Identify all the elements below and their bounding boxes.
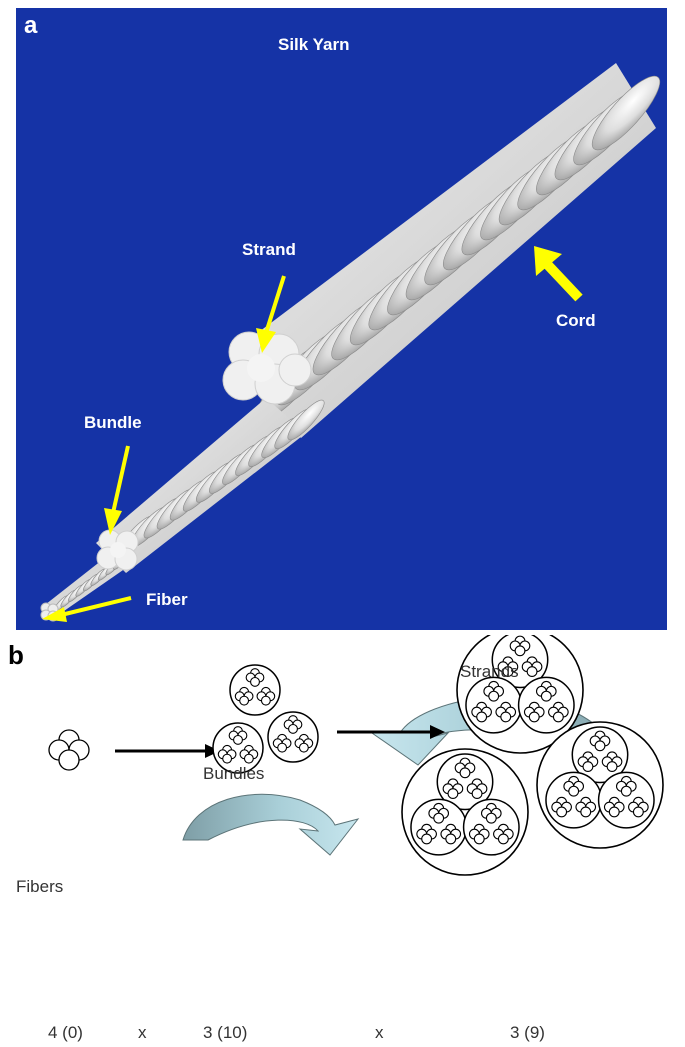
fiber-circle xyxy=(502,666,514,678)
fiber-circle xyxy=(488,690,500,702)
fibers-to-bundles-arrow xyxy=(115,744,220,758)
strands-label: Strands xyxy=(460,662,519,681)
fiber-circle xyxy=(632,806,644,818)
fiber-circle xyxy=(433,812,445,824)
bundles-to-strands-arrow xyxy=(337,725,445,739)
panel-a-letter: a xyxy=(24,12,38,39)
fiber-pointer-arrow xyxy=(42,596,132,622)
yarn-title: Silk Yarn xyxy=(278,35,350,54)
fiber-circle xyxy=(243,753,254,764)
fiber-circle xyxy=(473,833,485,845)
strand-label: Strand xyxy=(242,240,296,259)
fiber-circle xyxy=(608,806,620,818)
times-sign-1: x xyxy=(138,1023,147,1042)
fiber-circle xyxy=(250,676,260,687)
cord-pointer-arrow xyxy=(534,246,583,302)
fiber-circle xyxy=(239,695,250,706)
fiber-circle xyxy=(260,695,271,706)
silk-yarn-drawing xyxy=(40,63,661,622)
strand-coils xyxy=(117,399,325,557)
yarn-coil xyxy=(287,399,325,441)
fiber-circle xyxy=(620,785,632,797)
fiber-circle xyxy=(476,711,488,723)
fiber-circle xyxy=(421,833,433,845)
fiber-circle xyxy=(288,723,298,734)
fibers-group xyxy=(48,729,90,771)
panel-a-silk-yarn-illustration: Silk Yarn Strand Cord Bundle Fiber xyxy=(16,8,667,630)
fiber-circle xyxy=(594,740,606,752)
fiber-circle xyxy=(298,742,309,753)
fiber-circle xyxy=(471,788,483,800)
fiber-circle xyxy=(556,806,568,818)
times-sign-2: x xyxy=(375,1023,384,1042)
bundles-curved-arrow xyxy=(182,793,360,856)
yarn-coil xyxy=(591,75,661,151)
fiber-circle xyxy=(606,761,618,773)
strands-count: 3 (9) xyxy=(510,1023,545,1042)
fibers-count: 4 (0) xyxy=(48,1023,83,1042)
panel-b-hierarchy-diagram: Fibers Bundles Strands 4 (0) x 3 (10) x … xyxy=(0,635,685,1047)
fibers-label: Fibers xyxy=(16,877,64,896)
fiber-circle xyxy=(445,833,457,845)
fiber-circle xyxy=(514,645,526,657)
fiber-circle xyxy=(497,833,509,845)
fiber-circle xyxy=(580,806,592,818)
bundle-pointer-arrow xyxy=(104,445,130,535)
strand-cross-section xyxy=(222,331,312,405)
cord-coils xyxy=(256,75,661,421)
fiber-circle xyxy=(277,742,288,753)
fiber-circle xyxy=(552,711,564,723)
strands-group xyxy=(401,635,664,876)
bundles-count: 3 (10) xyxy=(203,1023,248,1042)
panel-b-letter: b xyxy=(8,640,24,670)
fiber-circle xyxy=(447,788,459,800)
bundle-cross-section xyxy=(96,529,139,571)
fiber-circle xyxy=(222,753,233,764)
fiber-circle xyxy=(459,767,471,779)
fiber-circle xyxy=(568,785,580,797)
bundles-group xyxy=(212,664,319,774)
fiber-label: Fiber xyxy=(146,590,188,609)
fiber-circle xyxy=(540,690,552,702)
fiber-circle xyxy=(485,812,497,824)
strand-pointer-arrow xyxy=(256,275,286,353)
fiber-circle xyxy=(233,734,243,745)
fiber-circle xyxy=(528,711,540,723)
fiber-circle xyxy=(582,761,594,773)
cord-label: Cord xyxy=(556,311,596,330)
fiber-circle xyxy=(526,666,538,678)
bundle-label: Bundle xyxy=(84,413,142,432)
fiber-circle xyxy=(500,711,512,723)
bundles-label: Bundles xyxy=(203,764,265,783)
hierarchy-drawing xyxy=(48,635,664,876)
